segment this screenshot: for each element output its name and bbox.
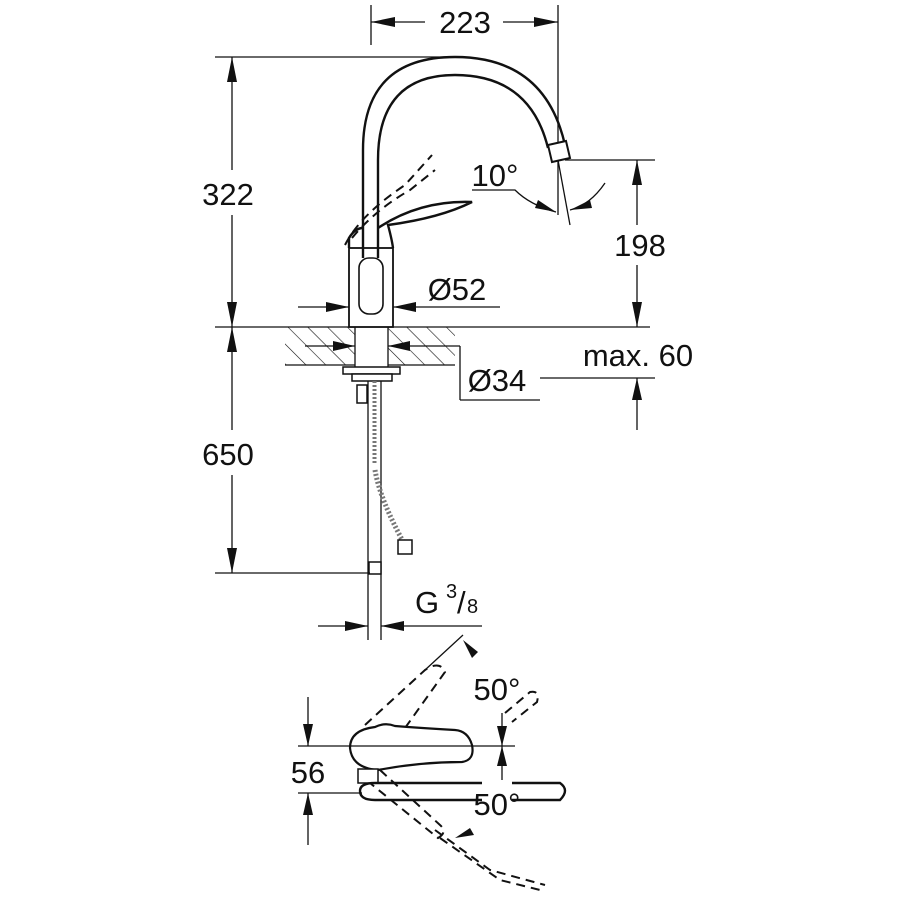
faucet-side-view: 10° [344, 55, 606, 328]
label-lever-angle-bottom: 50° [474, 787, 521, 822]
label-650: 650 [202, 437, 254, 472]
dimension-base-diameter: Ø52 [298, 272, 500, 312]
lever-top-view: 56 50° 50° [291, 634, 567, 891]
dimension-total-height: 322 [202, 56, 450, 327]
dimension-max-thickness: max. 60 [540, 338, 693, 430]
label-thread-g: G [415, 585, 439, 620]
dimension-hose-length: 650 [202, 327, 370, 574]
dimension-spout-height: 198 [565, 159, 666, 327]
label-diameter-34: Ø34 [468, 363, 527, 398]
label-198: 198 [614, 228, 666, 263]
label-diameter-52: Ø52 [428, 272, 487, 307]
dimension-spout-reach: 223 [370, 5, 559, 160]
thread-fraction-slash: / [457, 585, 466, 620]
label-spout-angle: 10° [472, 158, 519, 193]
dimension-connection-thread: G 3 / 8 [318, 581, 482, 631]
label-max-60: max. 60 [583, 338, 693, 373]
label-56: 56 [291, 755, 325, 790]
supply-hoses [367, 381, 413, 640]
label-thread-numerator: 3 [446, 581, 457, 603]
label-lever-angle-top: 50° [474, 672, 521, 707]
label-thread-denominator: 8 [467, 596, 478, 618]
dimension-hole-diameter: Ø34 [305, 341, 540, 401]
label-322: 322 [202, 177, 254, 212]
label-223: 223 [439, 5, 491, 40]
